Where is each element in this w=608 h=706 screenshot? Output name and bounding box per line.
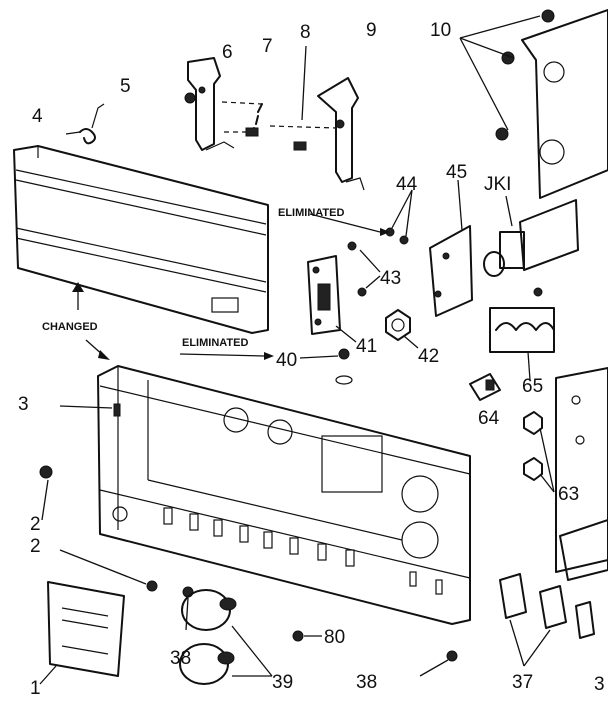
part-63-nuts	[523, 367, 608, 573]
label-part-38b: 38	[356, 672, 377, 693]
label-part-2b: 2	[30, 536, 41, 557]
part-45-plate	[429, 179, 473, 317]
label-part-42: 42	[418, 346, 439, 367]
label-part-4: 4	[32, 106, 43, 127]
label-part-2a: 2	[30, 514, 41, 535]
label-part-65: 65	[522, 376, 543, 397]
part-8-spring	[269, 45, 337, 151]
label-part-38a: 38	[170, 648, 191, 669]
part-39-knobs	[179, 589, 273, 685]
label-jk1: JKI	[484, 174, 511, 195]
changed-arrows	[72, 282, 110, 360]
part-37-buttons	[499, 519, 608, 667]
jk1-jack	[483, 195, 579, 277]
label-part-39: 39	[272, 672, 293, 693]
label-part-8: 8	[300, 22, 311, 43]
label-part-1: 1	[30, 678, 41, 699]
part-40-screw	[179, 348, 353, 385]
part-80-screw	[292, 630, 322, 642]
part-65-switch-unit	[489, 287, 555, 381]
part-1-bracket	[39, 581, 125, 685]
part-5-spring	[65, 103, 105, 145]
label-part-7: 7	[262, 36, 273, 57]
part-3-front-chassis	[59, 365, 471, 625]
part-2-screws	[39, 465, 158, 592]
part-44-screws	[309, 189, 413, 245]
part-41-switch	[307, 241, 381, 343]
label-part-3: 3	[18, 394, 29, 415]
label-part-6: 6	[222, 42, 233, 63]
label-part-5: 5	[120, 76, 131, 97]
label-part-63: 63	[558, 484, 579, 505]
label-part-9: 9	[366, 20, 377, 41]
note-changed: CHANGED	[42, 321, 98, 333]
label-part-64: 64	[478, 408, 500, 429]
label-part-3b: 3	[594, 674, 605, 695]
label-part-80: 80	[324, 627, 345, 648]
label-part-40: 40	[276, 350, 297, 371]
label-part-10: 10	[430, 20, 451, 41]
label-part-41: 41	[356, 336, 377, 357]
label-part-37: 37	[512, 672, 533, 693]
part-64-knob	[469, 373, 501, 401]
label-part-44: 44	[396, 174, 418, 195]
part-10-bracket	[459, 9, 608, 199]
part-6-lever	[184, 57, 235, 151]
part-7-spring	[221, 101, 263, 137]
note-eliminated-mid: ELIMINATED	[182, 337, 248, 349]
label-part-43: 43	[380, 268, 401, 289]
label-part-45: 45	[446, 162, 467, 183]
part-9-lever	[317, 77, 365, 191]
part-42-nut	[385, 309, 419, 349]
part-4-door-panel	[13, 145, 269, 334]
note-eliminated-top: ELIMINATED	[278, 207, 344, 219]
